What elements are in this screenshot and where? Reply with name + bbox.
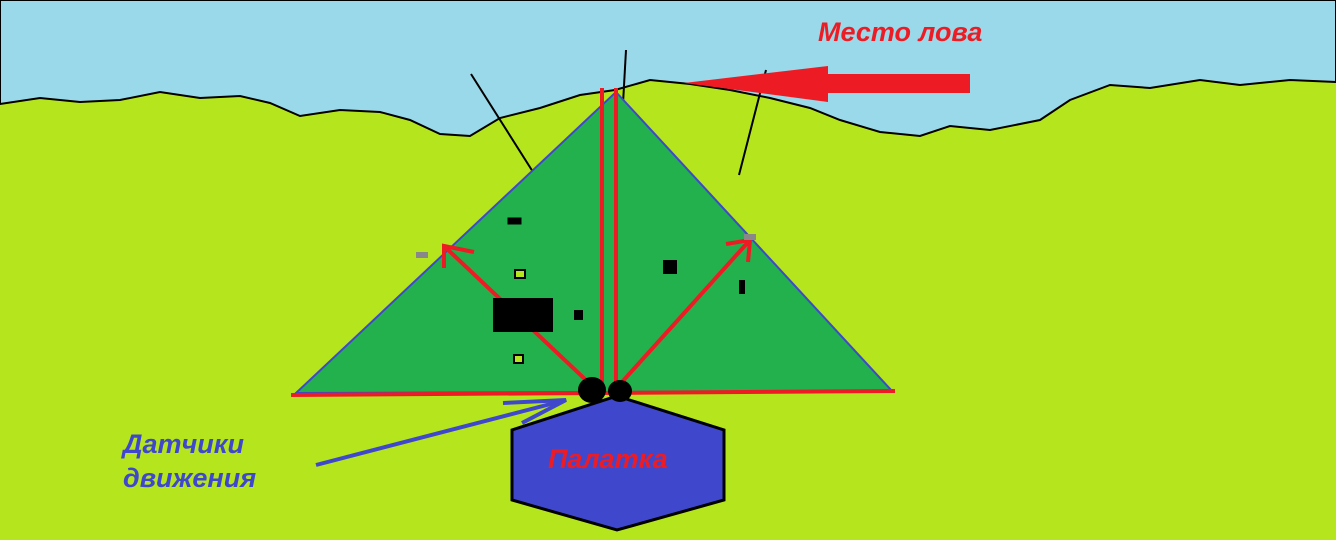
sky	[0, 0, 1336, 138]
motion-sensors-label-line1: Датчики	[121, 429, 244, 459]
arrowhead-icon	[502, 398, 567, 425]
motion-sensors-label-line2: движения	[123, 463, 256, 493]
black-object	[663, 260, 677, 274]
fishing-rod	[470, 73, 541, 184]
yellow-object	[513, 354, 524, 364]
marker	[744, 234, 756, 240]
black-object	[507, 217, 522, 225]
black-object	[574, 310, 583, 320]
black-object	[493, 298, 553, 332]
black-object	[739, 280, 745, 294]
hunting-place-arrow	[684, 66, 970, 102]
motion-sensor	[578, 377, 606, 403]
sensor-beam-arrow-right	[620, 238, 752, 384]
tent-label: Палатка	[548, 444, 668, 474]
motion-sensor	[608, 380, 632, 402]
yellow-object	[514, 269, 526, 279]
tent	[510, 394, 726, 532]
sensor-pointer-arrow	[315, 398, 567, 467]
arrowhead-icon	[442, 243, 475, 268]
marker	[416, 252, 428, 258]
hunting-place-label: Место лова	[818, 17, 982, 47]
